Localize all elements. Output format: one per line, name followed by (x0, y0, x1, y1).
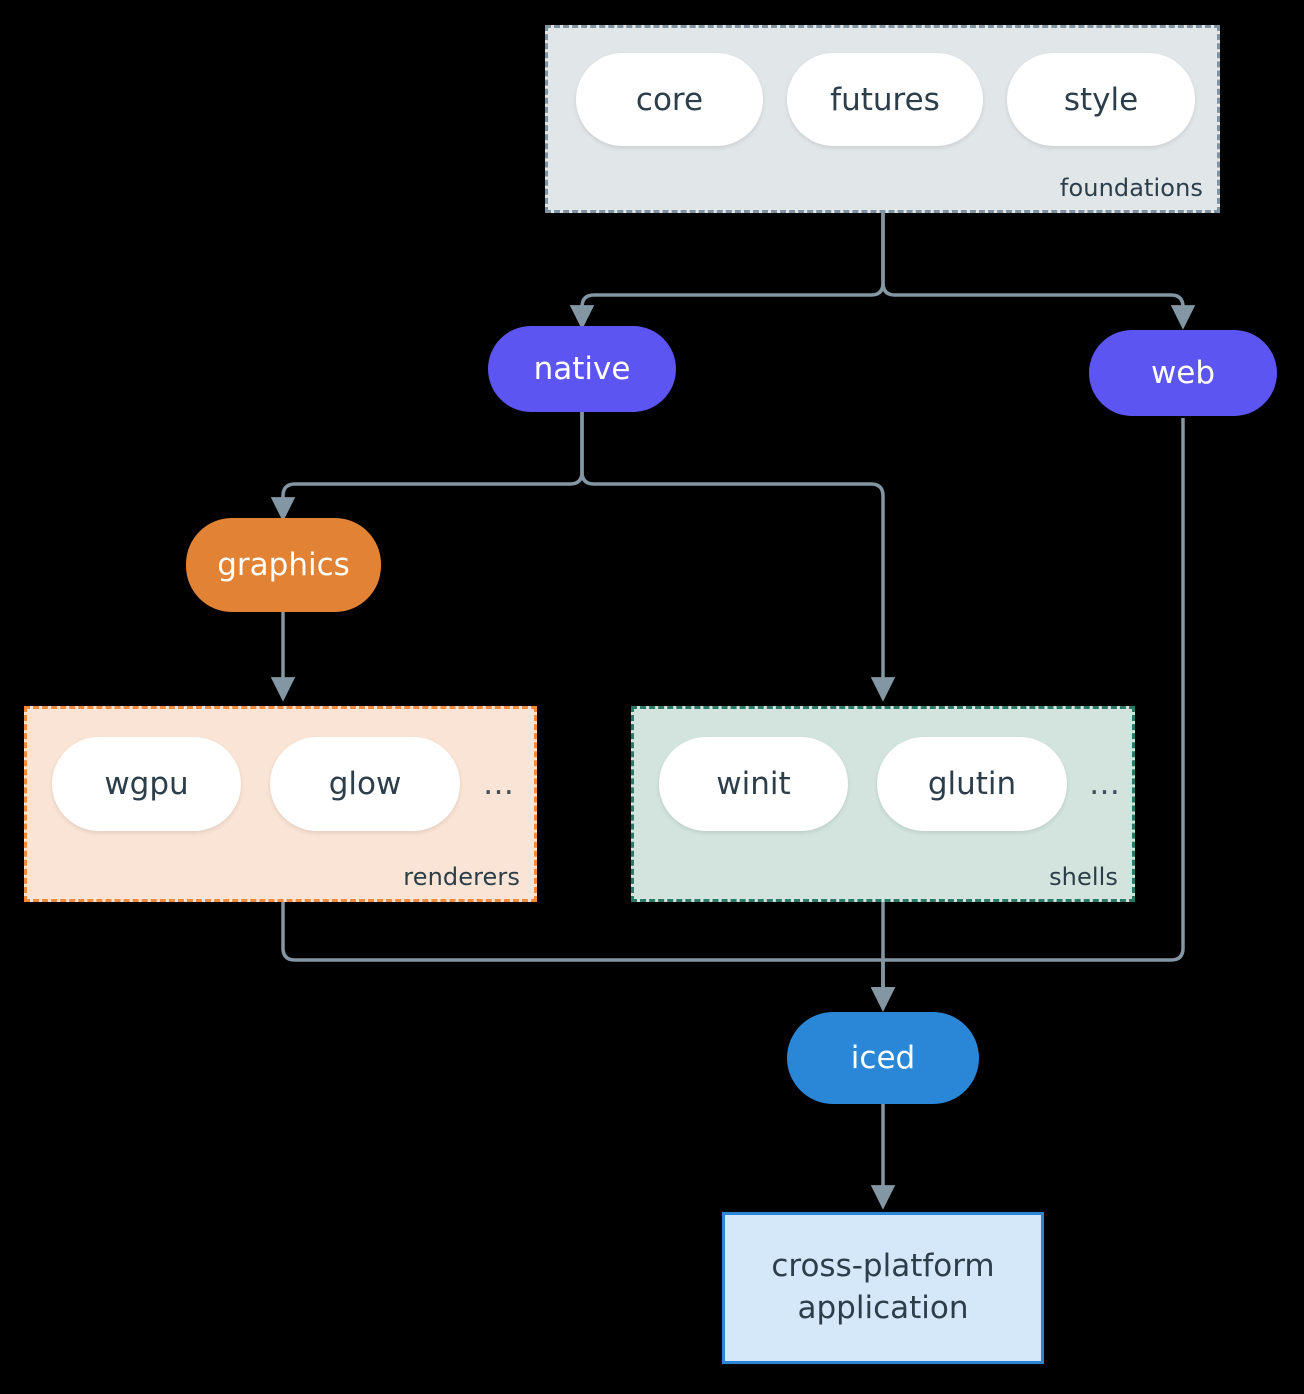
node-shells-ellipsis-label: … (1089, 766, 1121, 802)
node-glutin-label: glutin (927, 766, 1017, 802)
node-core-label: core (635, 81, 704, 118)
node-futures[interactable]: futures (787, 53, 983, 146)
group-foundations: core futures style foundations (545, 25, 1220, 213)
node-graphics-label: graphics (217, 547, 350, 583)
group-shells-label: shells (1049, 863, 1118, 891)
node-winit-label: winit (716, 766, 791, 802)
group-renderers: wgpu glow … renderers (24, 706, 537, 902)
edge-renderers-to-iced (281, 902, 896, 1012)
node-web[interactable]: web (1089, 330, 1277, 416)
edge-native-to-graphics (270, 412, 584, 522)
group-shells: winit glutin … shells (631, 706, 1135, 902)
node-renderers-ellipsis-label: … (483, 766, 515, 802)
group-foundations-label: foundations (1059, 174, 1203, 202)
node-futures-label: futures (830, 81, 940, 118)
edge-foundations-to-web (881, 213, 1196, 330)
application-label-line1: cross-platform (771, 1248, 995, 1285)
node-core[interactable]: core (576, 53, 763, 146)
application-label-line2: application (797, 1290, 969, 1326)
node-native-label: native (533, 351, 631, 387)
node-graphics[interactable]: graphics (186, 518, 381, 612)
edge-native-to-shells (580, 412, 896, 702)
node-glutin[interactable]: glutin (877, 737, 1067, 831)
node-native[interactable]: native (488, 326, 676, 412)
node-style[interactable]: style (1007, 53, 1195, 146)
node-renderers-ellipsis: … (475, 737, 523, 831)
node-iced-label: iced (850, 1040, 916, 1076)
node-shells-ellipsis: … (1081, 737, 1129, 831)
group-renderers-label: renderers (403, 863, 520, 891)
node-winit[interactable]: winit (659, 737, 848, 831)
node-glow[interactable]: glow (270, 737, 460, 831)
node-style-label: style (1063, 81, 1139, 118)
edge-foundations-to-native (569, 213, 885, 330)
node-wgpu[interactable]: wgpu (52, 737, 241, 831)
node-iced[interactable]: iced (787, 1012, 979, 1104)
node-wgpu-label: wgpu (104, 766, 189, 802)
node-cross-platform-application[interactable]: cross-platform application (722, 1212, 1044, 1364)
node-glow-label: glow (328, 766, 402, 802)
node-web-label: web (1150, 355, 1216, 391)
